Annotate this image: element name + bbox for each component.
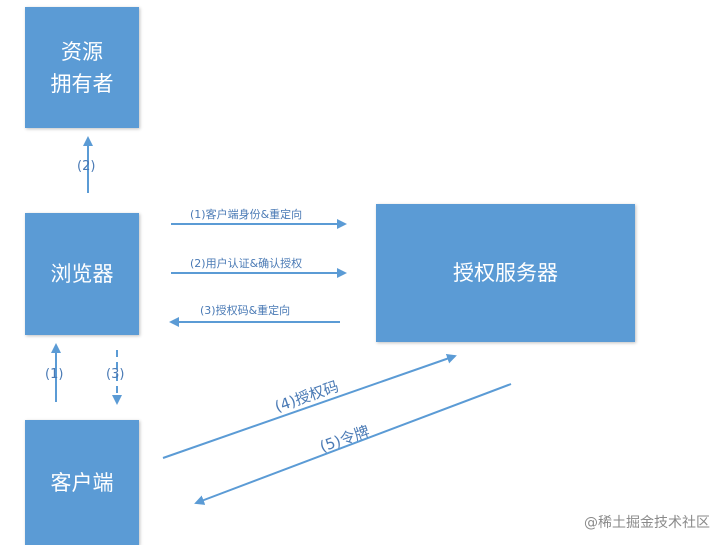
node-auth-server-label: 授权服务器 [453, 261, 558, 285]
edge-client-to-auth-4 [162, 353, 457, 459]
edge-label-auth-browser-3: (3)授权码&重定向 [200, 303, 290, 317]
node-browser-label: 浏览器 [50, 262, 114, 286]
node-resource-owner-label: 资源 拥有者 [50, 39, 114, 96]
edge-label-3: (3) [106, 367, 124, 382]
node-client-label: 客户端 [50, 470, 114, 495]
edge-auth-to-client-5 [194, 383, 512, 505]
node-client: 客户端 [25, 420, 139, 545]
edge-label-1: (1) [45, 367, 63, 382]
node-browser: 浏览器 [25, 213, 139, 335]
node-auth-server: 授权服务器 [376, 204, 635, 342]
edge-label-browser-auth-1: (1)客户端身份&重定向 [190, 207, 302, 221]
edge-label-2: (2) [77, 159, 95, 174]
watermark-text: @稀土掘金技术社区 [584, 515, 710, 531]
edge-label-browser-auth-2: (2)用户认证&确认授权 [190, 256, 302, 270]
edge-label-auth-client-5: (5)令牌 [317, 422, 371, 456]
edge-label-client-auth-4: (4)授权码 [272, 377, 341, 416]
node-resource-owner: 资源 拥有者 [25, 7, 139, 128]
